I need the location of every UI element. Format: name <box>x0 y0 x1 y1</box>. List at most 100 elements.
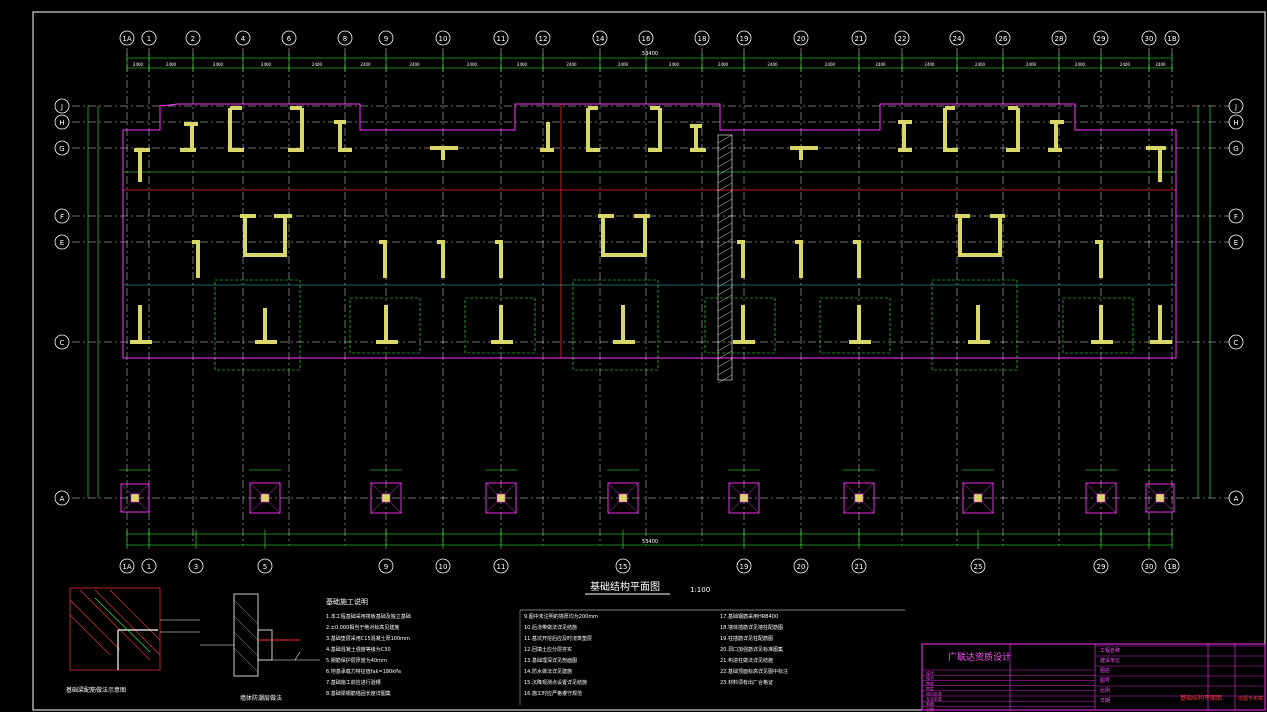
note-line: 22.基础顶面标高详见图中标注 <box>720 668 788 675</box>
bay-dim-mark: 2400 <box>767 62 778 67</box>
axis-bubble-row <box>1228 234 1244 250</box>
footing-box <box>931 279 1018 371</box>
joint-hatch <box>717 214 733 224</box>
note-line: 21.构造柱做法详见结施 <box>720 657 773 664</box>
footing-column <box>381 493 391 503</box>
axis-label-row: A <box>60 495 65 503</box>
footing-box <box>819 297 891 354</box>
axis-label-bottom: 15 <box>619 563 628 571</box>
shear-wall <box>228 106 244 152</box>
axis-bubble-top <box>235 30 251 46</box>
joint-hatch <box>717 254 733 264</box>
joint-hatch <box>717 134 733 144</box>
axis-bubble-row <box>54 114 70 130</box>
notes-heading: 基础施工说明 <box>326 597 368 606</box>
bay-dim-mark: 2400 <box>312 62 323 67</box>
drawing-title: 基础结构平面图 <box>590 580 660 593</box>
axis-label-bottom: 11 <box>497 563 506 571</box>
axis-bubble-row <box>1228 490 1244 506</box>
joint-hatch <box>717 142 733 152</box>
shear-wall <box>437 240 445 278</box>
axis-label-bottom: 20 <box>797 563 806 571</box>
axis-bubble-row <box>1228 114 1244 130</box>
bay-dim-mark: 2400 <box>1155 62 1166 67</box>
bay-dim-mark: 2400 <box>409 62 420 67</box>
joint-hatch <box>717 158 733 168</box>
footing-outer <box>370 482 402 514</box>
shear-wall <box>853 240 861 278</box>
joint-hatch <box>717 246 733 256</box>
footing-outer <box>1085 482 1117 514</box>
axis-label-row: G <box>1233 145 1238 153</box>
axis-label-row: F <box>1234 213 1238 221</box>
axis-label-top: 1A <box>122 35 131 43</box>
title-block-stamp: 出图专用章 <box>1238 695 1263 702</box>
note-line: 8.基础梁钢筋锚固长度详图集 <box>326 690 391 697</box>
note-line: 11.基坑开挖后应及时浇筑垫层 <box>524 635 592 642</box>
footing-outer <box>485 482 517 514</box>
bay-dim-mark: 2400 <box>1120 62 1131 67</box>
axis-bubble-top <box>894 30 910 46</box>
joint-hatch <box>717 238 733 248</box>
note-line: 10.后浇带做法详见结施 <box>524 624 577 631</box>
title-block-field-label: 图号 <box>1100 678 1110 684</box>
axis-label-row: J <box>60 103 63 111</box>
axis-label-bottom: 9 <box>384 563 388 571</box>
note-line: 3.基础垫层采用C15混凝土厚100mm <box>326 635 410 642</box>
footing-column <box>130 493 140 503</box>
raft-outline <box>122 103 1177 359</box>
note-line: 1.本工程基础采用筏板基础及独立基础 <box>326 613 411 620</box>
total-dim-top: 53400 <box>642 51 658 57</box>
axis-bubble-bottom <box>970 558 986 574</box>
axis-label-top: 1 <box>147 35 151 43</box>
axis-bubble-bottom <box>493 558 509 574</box>
joint-hatch <box>717 310 733 320</box>
axis-label-bottom: 25 <box>974 563 983 571</box>
joint-hatch <box>717 230 733 240</box>
axis-label-top: 10 <box>439 35 448 43</box>
axis-label-bottom: 10 <box>439 563 448 571</box>
shear-wall <box>648 106 662 152</box>
title-block-row-label: 日期 <box>926 706 934 712</box>
joint-hatch <box>717 358 733 368</box>
axis-label-bottom: 19 <box>740 563 749 571</box>
shear-wall <box>134 148 150 182</box>
axis-label-top: 26 <box>999 35 1008 43</box>
axis-label-top: 20 <box>797 35 806 43</box>
bay-dim-mark: 2400 <box>467 62 478 67</box>
footing-box <box>214 279 301 371</box>
axis-label-top: 29 <box>1097 35 1106 43</box>
bay-dim-mark: 2400 <box>517 62 528 67</box>
shear-wall <box>495 240 503 278</box>
note-line: 16.施工时应严格遵守规范 <box>524 690 582 697</box>
axis-bubble-row <box>1228 98 1244 114</box>
joint-strip <box>717 134 733 381</box>
shear-wall <box>334 120 352 152</box>
axis-bubble-row <box>54 234 70 250</box>
footing-outer <box>962 482 994 514</box>
axis-bubble-top <box>185 30 201 46</box>
joint-hatch <box>717 374 733 384</box>
detail-beam-rebar[interactable]: 基础梁配筋做法示意图 <box>66 587 200 694</box>
footing-outer <box>728 482 760 514</box>
note-line: 5.钢筋保护层厚度为40mm <box>326 657 387 664</box>
shear-wall <box>1006 106 1020 152</box>
axis-label-top: 21 <box>855 35 864 43</box>
axis-label-bottom: 29 <box>1097 563 1106 571</box>
joint-hatch <box>717 286 733 296</box>
note-line: 4.基础混凝土强度等级为C30 <box>326 646 391 653</box>
joint-hatch <box>717 262 733 272</box>
shear-wall <box>586 106 600 152</box>
note-line: 7.基础施工前应进行验槽 <box>326 679 381 686</box>
axis-label-row: C <box>60 339 65 347</box>
detail-wall-dpc[interactable]: 墙体防潮层做法 <box>200 593 320 702</box>
detail-1-label: 基础梁配筋做法示意图 <box>66 686 126 694</box>
axis-label-top: 16 <box>642 35 651 43</box>
axis-label-top: 9 <box>384 35 388 43</box>
shear-wall <box>968 305 990 344</box>
axis-bubble-top <box>851 30 867 46</box>
joint-hatch <box>717 326 733 336</box>
